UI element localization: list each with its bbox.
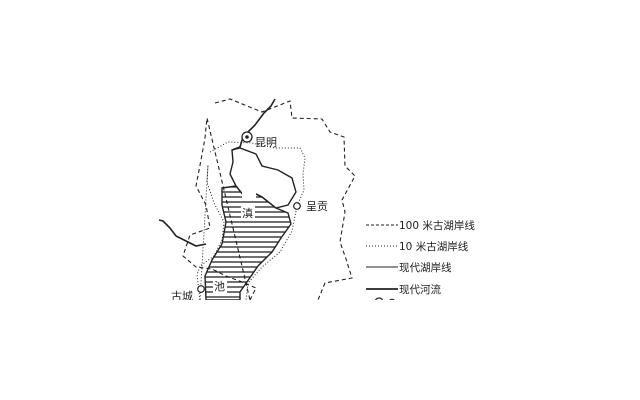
legend: 100 米古湖岸线 10 米古湖岸线 现代湖岸线 现代河流: [366, 219, 475, 307]
gucheng-marker-icon: [197, 285, 205, 293]
label-gucheng: 古城: [171, 290, 193, 303]
label-chenggong: 呈贡: [306, 200, 328, 213]
legend-label-modern-river: 现代河流: [399, 283, 441, 296]
modern-shore-north: [229, 147, 297, 209]
legend-label-100m: 100 米古湖岸线: [399, 219, 475, 232]
lake-label-char2: 池: [214, 280, 225, 293]
shoreline-100m: [182, 98, 356, 302]
river-kunming: [231, 136, 244, 151]
chenggong-marker-icon: [293, 202, 301, 210]
legend-label-modern-shore: 现代湖岸线: [399, 261, 452, 274]
crop-mask: [0, 300, 640, 400]
river-west: [158, 219, 207, 247]
legend-label-10m: 10 米古湖岸线: [399, 240, 469, 253]
label-kunming: 昆明: [255, 136, 277, 149]
river-north: [244, 98, 276, 136]
lake-label-char1-visible: 滇: [242, 206, 253, 220]
kunming-marker-dot-icon: [245, 135, 249, 139]
shoreline-10m: [196, 141, 306, 301]
